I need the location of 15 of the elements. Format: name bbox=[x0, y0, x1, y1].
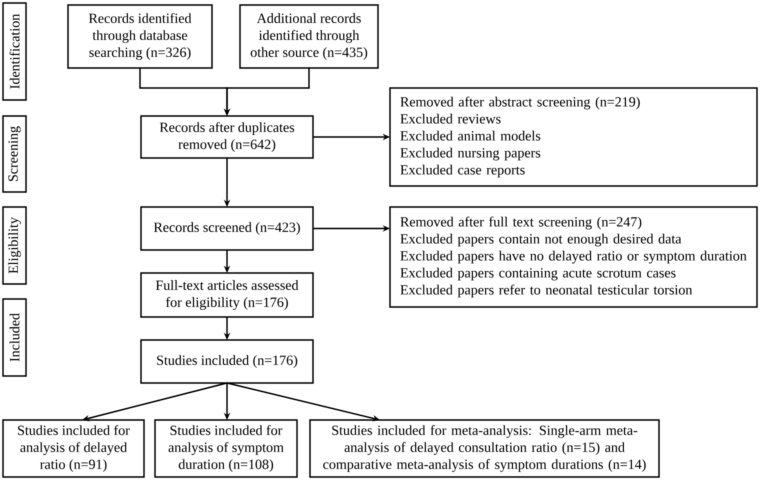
process-box: Records identified through database searching (n=326) bbox=[67, 4, 213, 69]
process-box: Studies included for meta-analysis: Single-arm meta-analysis of delayed consultation ratio (n=15) and comparative meta-analysis of symptom durations (n=14) bbox=[309, 419, 660, 478]
phase-box: Screening bbox=[2, 115, 27, 193]
exclusion-box: Removed after abstract screening (n=219) Excluded reviews Excluded animal models Excluded nursing papers Excluded case reports bbox=[389, 87, 758, 187]
process-box: Studies included for analysis of delayed ratio (n=91) bbox=[2, 419, 145, 478]
process-box: Records screened (n=423) bbox=[140, 206, 314, 251]
process-box: Studies included (n=176) bbox=[140, 339, 314, 384]
phase-box: Included bbox=[2, 298, 27, 377]
process-box: Full-text articles assessed for eligibility (n=176) bbox=[140, 272, 314, 318]
process-box: Studies included for analysis of symptom duration (n=108) bbox=[154, 419, 298, 478]
process-box: Records after duplicates removed (n=642) bbox=[140, 115, 314, 159]
exclusion-box: Removed after full text screening (n=247) Excluded papers contain not enough desired data Excluded papers have no delayed ratio or symptom duration Excluded papers containing acute scrotum cases Excluded papers refer to neonatal testicular torsion bbox=[389, 206, 758, 308]
process-box: Additional records identified through other source (n=435) bbox=[239, 4, 379, 69]
phase-box: Eligibility bbox=[2, 206, 27, 285]
phase-box: Identification bbox=[2, 2, 27, 101]
